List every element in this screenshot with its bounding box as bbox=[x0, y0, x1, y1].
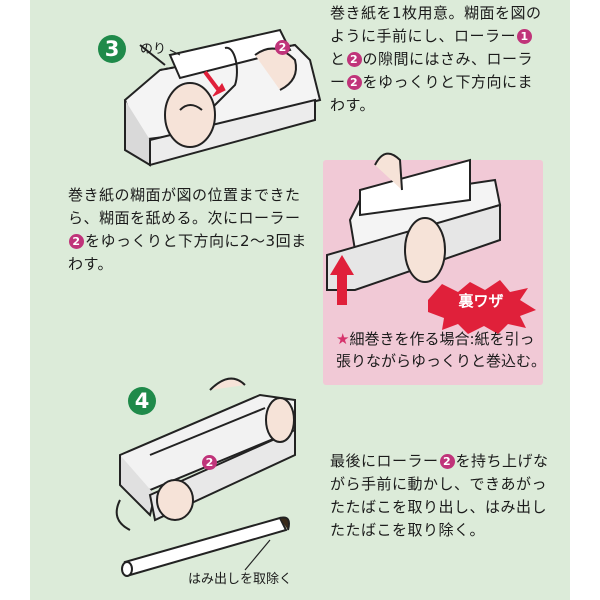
roller-2-marker: 2 bbox=[346, 75, 362, 90]
step3-text-b: と bbox=[330, 50, 346, 68]
roller-2-marker-step3: 2 bbox=[275, 40, 290, 55]
step3-illustration bbox=[123, 28, 322, 167]
step3-text-c: の隙間にはさみ、ローラー bbox=[330, 50, 534, 91]
step-number-4: 4 bbox=[128, 387, 156, 415]
roller-2-marker-step4: 2 bbox=[202, 455, 217, 470]
rolled-cigarette bbox=[121, 516, 290, 577]
ura-waza-badge: 裏ワザ bbox=[458, 292, 504, 310]
step-number-3: 3 bbox=[98, 35, 126, 63]
ura-waza-badge-shape bbox=[428, 280, 536, 334]
roller-2-marker: 2 bbox=[439, 454, 455, 469]
star-icon: ★ bbox=[336, 330, 350, 348]
step3-text-d: をゆっくりと下方向にまわす。 bbox=[330, 73, 534, 114]
step3b-text-b: をゆっくりと下方向に2〜3回まわす。 bbox=[68, 232, 307, 273]
step3b-text-a: 巻き紙の糊面が図の位置まできたら、糊面を舐める。次にローラー bbox=[68, 186, 301, 227]
step3-text-a: 巻き紙を1枚用意。糊面を図のように手前にし、ローラー bbox=[330, 4, 542, 45]
remove-excess-label: はみ出しを取除く bbox=[188, 572, 293, 587]
roller-2-marker: 2 bbox=[346, 52, 362, 67]
step4-text-a: 最後にローラー bbox=[330, 452, 439, 470]
step4-text-b: を持ち上げながら手前に動かし、できあがったたばこを取り出し、はみ出したたばこを取… bbox=[330, 452, 549, 539]
tip-body: 細巻きを作る場合:紙を引っ張りながらゆっくりと巻込む。 bbox=[336, 330, 547, 370]
roller-2-marker: 2 bbox=[69, 234, 84, 249]
step3-arrow bbox=[203, 70, 222, 94]
glue-label: のり bbox=[140, 42, 167, 57]
roller-1-marker: 1 bbox=[517, 29, 533, 44]
tip-illustration bbox=[326, 152, 502, 291]
illustrations bbox=[115, 28, 536, 577]
tip-text: ★細巻きを作る場合:紙を引っ張りながらゆっくりと巻込む。 bbox=[336, 328, 546, 372]
instruction-page: 3 4 のり 2 2 はみ出しを取除く 巻き紙を1枚用意。糊面を図のように手前に… bbox=[30, 0, 570, 600]
step4-illustration bbox=[115, 377, 296, 531]
